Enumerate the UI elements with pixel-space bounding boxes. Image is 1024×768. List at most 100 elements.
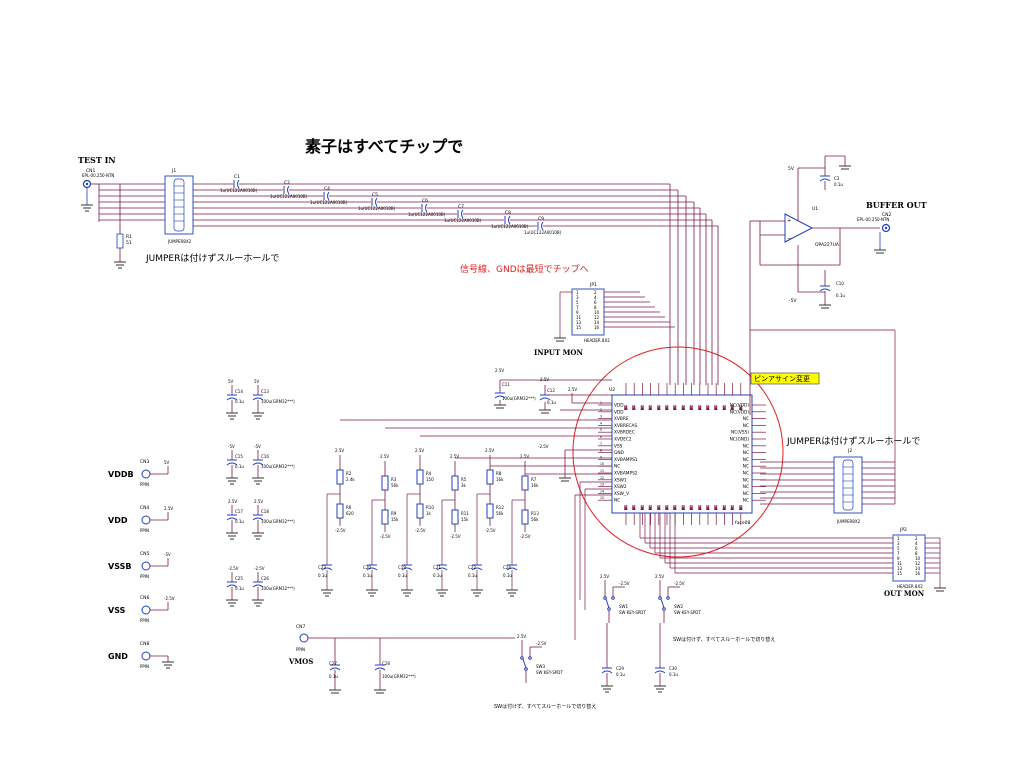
cap-ref: C23 xyxy=(318,565,326,570)
supply-label: 5V xyxy=(164,460,170,465)
u2-pin-top: NC xyxy=(698,405,702,410)
res-value: 3k xyxy=(461,483,467,488)
res-value: 620 xyxy=(346,511,354,516)
u2-pin-top: NC xyxy=(649,405,653,410)
cap-ref: C1 xyxy=(234,174,240,180)
u2-pin-left: VDD xyxy=(614,409,624,415)
u2-pin-right: NC xyxy=(743,471,749,477)
supply-label: 2.5V xyxy=(485,448,494,453)
cap-value: 0.1u xyxy=(235,399,244,404)
vss-supply-label: -2.5V xyxy=(538,444,549,449)
jp2-part: HEADER 8X2 xyxy=(897,584,923,589)
divider-to-chip-wires xyxy=(340,419,612,640)
header-pin-number: 13 xyxy=(897,566,903,571)
header-pin-number: 16 xyxy=(915,571,921,576)
cap-value: 0.1u xyxy=(468,573,477,578)
cap-ref: C21 xyxy=(433,565,441,570)
c3-ref: C3 xyxy=(834,176,840,181)
res-ref: R3 xyxy=(391,477,397,482)
connector-ref: CN6 xyxy=(140,595,150,601)
cap-value: 1u(UC122A0010B) xyxy=(310,200,348,205)
cap-value: 100u(GRM32***) xyxy=(261,519,295,524)
u2-pin-bottom: NC xyxy=(690,505,694,510)
header-pin-number: 1 xyxy=(897,536,900,541)
highlight-circle xyxy=(572,346,784,558)
pin-assign-label: ピンアサイン変更 xyxy=(754,374,810,383)
cn1-connector-symbol xyxy=(81,179,99,212)
u2-pin-left: GND xyxy=(614,450,625,456)
header-pin-number: 6 xyxy=(915,546,918,551)
supply-label: 2.5V xyxy=(254,499,263,504)
header-pin-number: 7 xyxy=(897,551,900,556)
header-pin-number: 5 xyxy=(576,300,579,305)
u2-pin-right: NC xyxy=(743,464,749,470)
sw-note-bottom: SWは付けず、すべてスルーホールで切り替え xyxy=(494,703,596,710)
svg-text:−: − xyxy=(787,236,791,242)
u1-vee-label: -5V xyxy=(789,298,797,304)
u2-pin-top: NC xyxy=(739,405,743,410)
c11-ref: C11 xyxy=(502,382,510,387)
cap-ref: C18 xyxy=(261,509,269,514)
supply-label: 2.5V xyxy=(415,448,424,453)
u2-bottom-bus xyxy=(639,513,676,573)
u2-pin-left: NC xyxy=(614,464,620,470)
cap-ref: C6 xyxy=(422,198,428,204)
header-pin-number: 10 xyxy=(594,310,600,315)
header-pin-number: 16 xyxy=(594,325,600,330)
switch-part: SW KEY-SPDT xyxy=(536,670,563,675)
c27-ref: C27 xyxy=(329,661,337,666)
cap-ref: C9 xyxy=(538,216,544,222)
u2-pin-top: NC xyxy=(714,405,718,410)
u2-pin-left: XVBAMPS1 xyxy=(614,457,638,463)
cap-ref: C2 xyxy=(284,180,290,186)
u2-pin-top: NC xyxy=(690,405,694,410)
u2-pin-num: 5 xyxy=(600,428,602,432)
cap-ref: C26 xyxy=(261,576,269,581)
res-value: 150 xyxy=(426,477,434,482)
u2-pin-top: NC xyxy=(722,405,726,410)
u2-pin-right: NC xyxy=(743,498,749,504)
u2-pin-bottom: NC xyxy=(706,505,710,510)
cap-ref: C14 xyxy=(235,389,243,394)
header-pin-number: 4 xyxy=(915,541,918,546)
u2-pin-num: 3 xyxy=(600,415,602,419)
cap-ref: C8 xyxy=(505,210,511,216)
u2-pin-left: XSW2 xyxy=(614,484,627,490)
header-pin-number: 5 xyxy=(897,546,900,551)
cap-value: 100u(GRM32***) xyxy=(261,399,295,404)
supply-label: 5V xyxy=(228,379,234,384)
rail-label: VSSB xyxy=(108,562,131,571)
u2-pin-left: XVBAMPS2 xyxy=(614,471,638,477)
u2-pin-num: 14 xyxy=(600,489,604,493)
top-capacitor-chain: C11u(UC122A0010B)C21u(UC122A0010B)C41u(U… xyxy=(220,174,562,235)
switch-ref: SW2 xyxy=(674,604,683,609)
red-note-signal-lines: 信号線、GNDは最短でチップへ xyxy=(460,263,589,275)
supply-label: -2.5V xyxy=(380,534,391,539)
j1-part: JUMPER8X2 xyxy=(167,239,192,244)
header-pin-number: 4 xyxy=(594,295,597,300)
u2-pin-bottom: NC xyxy=(731,505,735,510)
header-pin-number: 2 xyxy=(915,536,918,541)
cn2-part: EPL-00.250-NTN xyxy=(857,217,889,222)
header-pin-number: 7 xyxy=(576,305,579,310)
u2-pin-right: NC xyxy=(743,450,749,456)
header-pin-number: 15 xyxy=(897,571,903,576)
u2-pin-right: NC xyxy=(743,457,749,463)
u2-pin-bottom: NC xyxy=(739,505,743,510)
j1-jumper-block xyxy=(164,175,194,235)
j2-ref: J2 xyxy=(847,448,852,454)
header-pin-number: 3 xyxy=(897,541,900,546)
u1-ref: U1 xyxy=(812,206,818,212)
res-ref: R13 xyxy=(531,511,539,516)
u2-pin-right: NC(GND) xyxy=(730,437,750,443)
cap-value: 1u(UC122A0010B) xyxy=(270,194,308,199)
supply-label: -2.5V xyxy=(674,581,685,586)
cap-ref: C5 xyxy=(372,192,378,198)
res-value: 15k xyxy=(461,517,469,522)
